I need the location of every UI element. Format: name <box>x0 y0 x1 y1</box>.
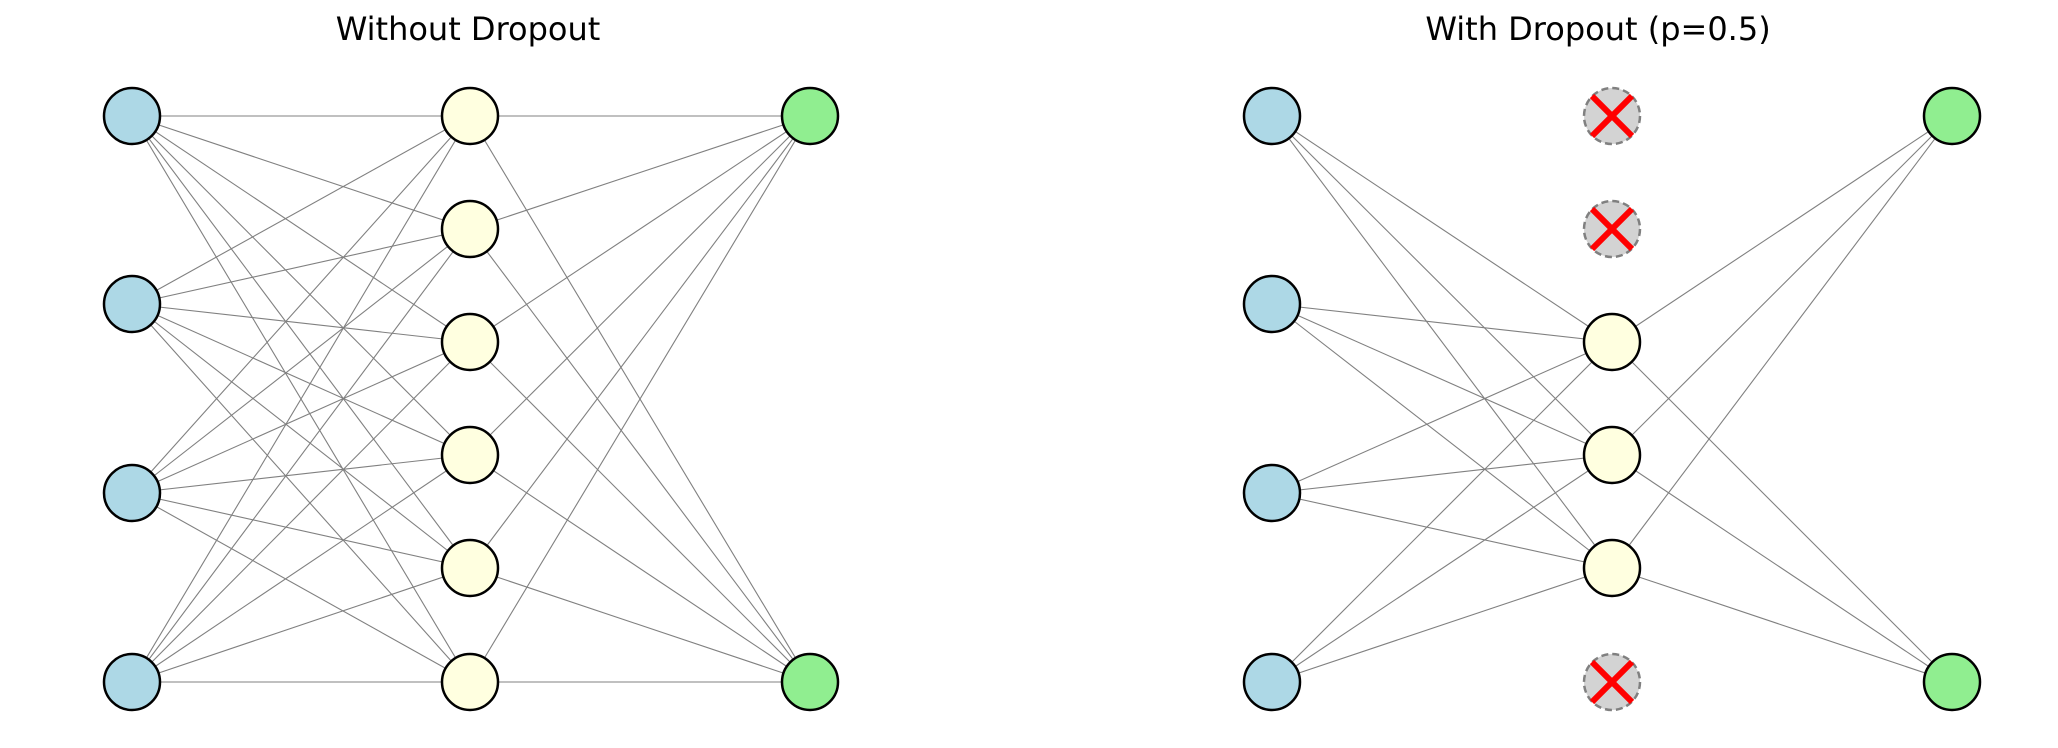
connection-edge <box>131 115 471 456</box>
edges-group <box>1271 115 1953 683</box>
edges-group <box>131 115 811 683</box>
output-neuron <box>1922 652 1982 712</box>
connection-edge <box>1611 454 1953 683</box>
connection-edge <box>1271 303 1613 569</box>
panel-title-with-dropout: With Dropout (p=0.5) <box>1425 10 1771 48</box>
connection-edge <box>469 115 811 456</box>
connection-edge <box>469 115 811 230</box>
connection-edge <box>1271 341 1613 683</box>
connection-edge <box>131 567 471 683</box>
connection-edge <box>1611 341 1953 683</box>
connection-edge <box>1271 303 1613 456</box>
connection-edge <box>469 567 811 683</box>
connection-edge <box>469 228 811 683</box>
connection-edge <box>131 228 471 305</box>
input-neuron <box>1242 463 1302 523</box>
nodes-group <box>1242 86 1982 712</box>
connection-edge <box>469 341 811 683</box>
connection-edge <box>131 228 471 683</box>
connection-edge <box>131 303 471 343</box>
input-neuron <box>1242 652 1302 712</box>
hidden-neuron <box>1582 312 1642 372</box>
connection-edge <box>1271 115 1613 569</box>
input-neuron <box>102 652 162 712</box>
connection-edge <box>131 492 471 683</box>
connection-edge <box>1271 115 1613 343</box>
connection-edge <box>131 303 471 456</box>
input-neuron <box>1242 86 1302 146</box>
output-neuron <box>1922 86 1982 146</box>
input-neuron <box>102 86 162 146</box>
output-neuron <box>780 652 840 712</box>
connection-edge <box>1271 454 1613 494</box>
connection-edge <box>131 492 471 569</box>
x-cross-icon <box>1589 659 1635 705</box>
connection-edge <box>131 115 471 343</box>
connection-edge <box>1611 115 1953 343</box>
connection-edge <box>131 454 471 494</box>
hidden-neuron <box>440 199 500 259</box>
connection-edge <box>131 115 471 305</box>
connection-edge <box>1611 115 1953 456</box>
connection-edge <box>131 303 471 683</box>
connection-edge <box>131 454 471 683</box>
hidden-neuron <box>1582 425 1642 485</box>
x-cross-icon <box>1589 93 1635 139</box>
connection-edge <box>131 115 471 494</box>
hidden-neuron <box>440 86 500 146</box>
connection-edge <box>469 115 811 683</box>
panel-with-dropout <box>1242 86 1982 712</box>
nodes-group <box>102 86 840 712</box>
x-cross-icon <box>1589 206 1635 252</box>
output-neuron <box>780 86 840 146</box>
connection-edge <box>469 115 811 343</box>
connection-edge <box>131 341 471 494</box>
input-neuron <box>102 463 162 523</box>
connection-edge <box>1271 303 1613 343</box>
connection-edge <box>1271 454 1613 683</box>
connection-edge <box>1611 115 1953 569</box>
input-neuron <box>1242 274 1302 334</box>
hidden-neuron <box>440 538 500 598</box>
connection-edge <box>1271 567 1613 683</box>
connection-edge <box>1271 115 1613 456</box>
connection-edge <box>1271 341 1613 494</box>
connection-edge <box>131 115 471 683</box>
connection-edge <box>131 341 471 683</box>
connection-edge <box>1611 567 1953 683</box>
panel-without-dropout <box>102 86 840 712</box>
hidden-neuron <box>440 652 500 712</box>
panel-title-without-dropout: Without Dropout <box>335 10 601 48</box>
hidden-neuron <box>1582 538 1642 598</box>
connection-edge <box>469 454 811 683</box>
connection-edge <box>131 303 471 569</box>
input-neuron <box>102 274 162 334</box>
hidden-neuron <box>440 312 500 372</box>
connection-edge <box>131 228 471 494</box>
connection-edge <box>469 115 811 569</box>
connection-edge <box>1271 492 1613 569</box>
hidden-neuron <box>440 425 500 485</box>
connection-edge <box>131 115 471 569</box>
